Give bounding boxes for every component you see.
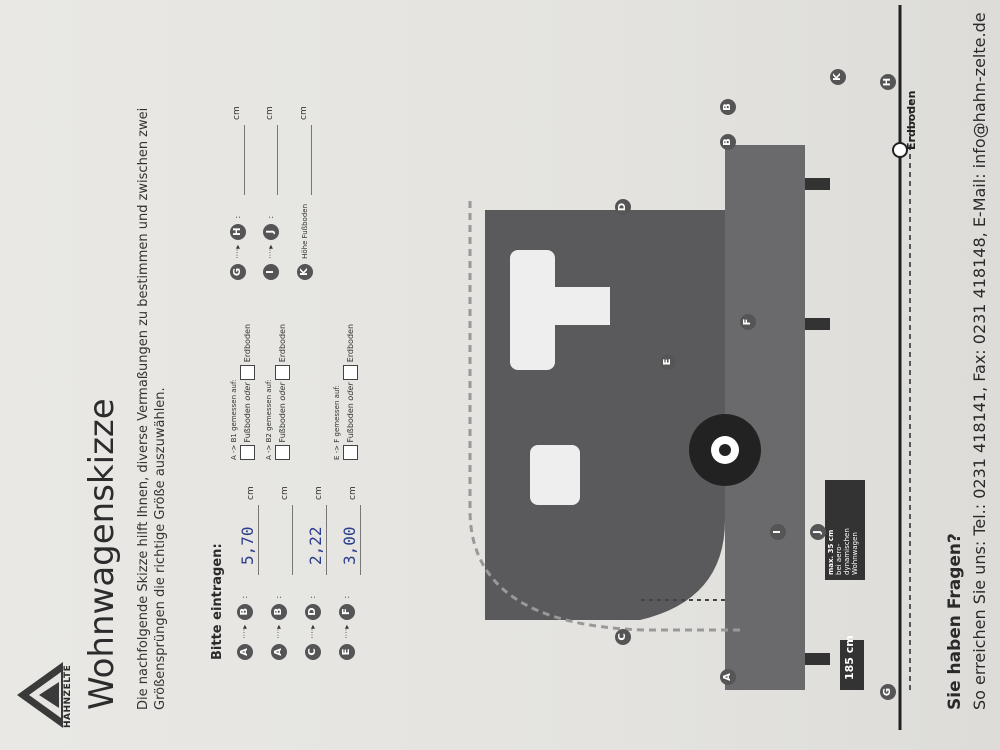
label-erdboden: Erdboden [905, 90, 918, 150]
row-e-f: E ····▸ F : [334, 596, 355, 660]
unit-cm: cm [265, 106, 275, 120]
footer-contact: So erreichen Sie uns: Tel.: 0231 418141,… [970, 12, 989, 710]
field-a-b1-line [258, 505, 259, 575]
marker-j-icon: J [810, 524, 826, 540]
intro-line-1: Die nachfolgende Skizze hilft Ihnen, div… [136, 107, 151, 710]
field-e-f-value[interactable]: 3,00 [340, 526, 359, 565]
measured-on-ab1: A -> B1 gemessen auf: Fußboden oder Erdb… [230, 320, 255, 460]
window-front [530, 445, 580, 505]
hahnzelte-logo: HAHNZELTE [15, 660, 75, 730]
checkbox-erdboden[interactable] [275, 364, 290, 380]
checkbox-erdboden[interactable] [240, 364, 255, 380]
window-rear [510, 250, 555, 370]
marker-h-icon: H [880, 74, 896, 90]
point-g-icon: G [230, 264, 246, 280]
caravan-floor [725, 150, 805, 690]
field-a-b1-value[interactable]: 5,70 [238, 526, 257, 565]
unit-cm: cm [280, 486, 290, 500]
form-heading: Bitte eintragen: [210, 543, 225, 660]
field-e-f-line [360, 505, 361, 575]
checkbox-erdboden[interactable] [343, 364, 358, 380]
point-f-icon: F [339, 603, 355, 620]
field-k-line[interactable] [311, 125, 312, 195]
checkbox-fussboden[interactable] [343, 445, 358, 460]
row-k: K Höhe Fußboden [292, 204, 313, 280]
point-b1-icon: B [237, 603, 253, 620]
ground-reference-icon [892, 142, 908, 158]
intro-text: Die nachfolgende Skizze hilft Ihnen, div… [135, 70, 169, 710]
point-b2-icon: B [271, 603, 287, 620]
unit-cm: cm [246, 486, 256, 500]
unit-cm: cm [314, 486, 324, 500]
row-g-h: G ····▸ H : [225, 216, 246, 280]
field-a-b2-line [292, 505, 293, 575]
logo-text: HAHNZELTE [63, 664, 73, 728]
point-h-icon: H [230, 223, 246, 240]
field-i-j-line[interactable] [277, 125, 278, 195]
marker-d-icon: D [615, 199, 631, 215]
marker-c-icon: C [615, 629, 631, 645]
row-a-b1: A ····▸ B : [232, 596, 253, 660]
marker-g-icon: G [880, 684, 896, 700]
row-i-j: I ····▸ J : [258, 216, 279, 280]
field-c-d-line [326, 505, 327, 575]
checkbox-fussboden[interactable] [275, 445, 290, 460]
point-e-icon: E [339, 644, 355, 660]
field-c-d-value[interactable]: 2,22 [306, 526, 325, 565]
point-a-icon: A [271, 644, 287, 660]
row-c-d: C ····▸ D : [300, 596, 321, 660]
intro-line-2: Größensprüngen die richtige Größe auszuw… [153, 387, 168, 710]
label-185cm: 185 cm [843, 635, 856, 680]
field-g-h-line[interactable] [244, 125, 245, 195]
measured-on-ef: E -> F gemessen auf: Fußboden oder Erdbo… [333, 320, 358, 460]
footer-question: Sie haben Fragen? [945, 533, 965, 710]
marker-b1-icon: B [720, 134, 736, 150]
marker-f-icon: F [740, 314, 756, 330]
label-35cm: max. 35 cm bei aero- dynamischen Wohnwag… [827, 528, 859, 575]
caravan-diagram [468, 5, 911, 730]
marker-k-icon: K [830, 69, 846, 85]
logo-tent-icon [17, 662, 63, 728]
point-j-icon: J [263, 223, 279, 240]
marker-e-icon: E [660, 354, 676, 370]
unit-cm: cm [348, 486, 358, 500]
unit-cm: cm [299, 106, 309, 120]
point-k-icon: K [297, 264, 313, 280]
row-a-b2: A ····▸ B : [266, 596, 287, 660]
marker-b2-icon: B [720, 99, 736, 115]
checkbox-fussboden[interactable] [240, 445, 255, 460]
point-d-icon: D [305, 603, 321, 620]
measured-on-ab2: A -> B2 gemessen auf: Fußboden oder Erdb… [265, 320, 290, 460]
unit-cm: cm [232, 106, 242, 120]
point-a-icon: A [237, 644, 253, 660]
marker-i-icon: I [770, 524, 786, 540]
point-i-icon: I [263, 264, 279, 280]
marker-a-icon: A [720, 669, 736, 685]
door-window [550, 287, 610, 325]
page-title: Wohnwagenskizze [82, 398, 122, 710]
point-c-icon: C [305, 644, 321, 660]
